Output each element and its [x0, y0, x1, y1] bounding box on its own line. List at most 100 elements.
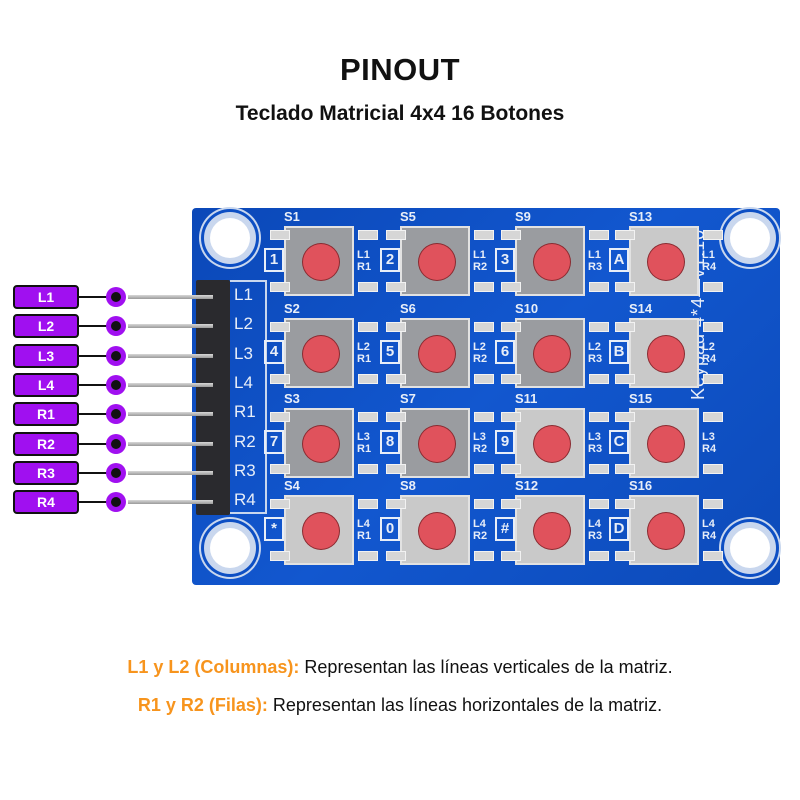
header-pin	[128, 441, 213, 446]
push-button[interactable]	[303, 513, 339, 549]
note-rows: R1 y R2 (Filas): Representan las líneas …	[0, 695, 800, 716]
line-label: L4 R4	[702, 518, 722, 542]
switch-body[interactable]	[515, 408, 585, 478]
smd-pad	[703, 230, 723, 240]
smd-pad	[358, 322, 378, 332]
line-label: L4 R3	[588, 518, 608, 542]
push-button[interactable]	[534, 244, 570, 280]
switch-body[interactable]	[400, 318, 470, 388]
key-symbol: A	[609, 248, 629, 272]
smd-pad	[703, 499, 723, 509]
switch-label: S4	[284, 478, 300, 493]
push-button[interactable]	[534, 336, 570, 372]
push-button[interactable]	[303, 336, 339, 372]
key-symbol: *	[264, 517, 284, 541]
switch-body[interactable]	[629, 226, 699, 296]
line-label: L4 R2	[473, 518, 493, 542]
push-button[interactable]	[648, 336, 684, 372]
pin-row: L2	[13, 314, 233, 339]
smd-pad	[501, 499, 521, 509]
pin-row: L3	[13, 343, 233, 368]
smd-pad	[358, 282, 378, 292]
push-button[interactable]	[419, 336, 455, 372]
push-button[interactable]	[419, 513, 455, 549]
header-pin	[128, 500, 213, 505]
switch-body[interactable]	[515, 226, 585, 296]
smd-pad	[589, 282, 609, 292]
pin-connector-line	[77, 471, 115, 474]
note-columns-text: Representan las líneas verticales de la …	[299, 657, 673, 677]
line-label-text: L4 R4	[702, 518, 717, 542]
smd-pad	[589, 499, 609, 509]
smd-pad	[270, 322, 290, 332]
pin-row: R1	[13, 402, 233, 427]
smd-pad	[474, 374, 494, 384]
note-columns-highlight: L1 y L2 (Columnas):	[127, 657, 300, 677]
push-button[interactable]	[534, 513, 570, 549]
switch-label: S1	[284, 209, 300, 224]
push-button[interactable]	[648, 426, 684, 462]
pin-connector-line	[77, 325, 115, 328]
header-silkscreen-label: R3	[234, 460, 256, 480]
pin-label: L3	[13, 343, 79, 368]
smd-pad	[589, 551, 609, 561]
switch-body[interactable]	[400, 226, 470, 296]
switch-body[interactable]	[629, 318, 699, 388]
switch-body[interactable]	[400, 408, 470, 478]
switch-body[interactable]	[515, 495, 585, 565]
push-button[interactable]	[534, 426, 570, 462]
switch-label: S5	[400, 209, 416, 224]
switch-body[interactable]	[515, 318, 585, 388]
header-pin	[128, 353, 213, 358]
smd-pad	[501, 374, 521, 384]
switch-label: S10	[515, 301, 539, 316]
line-label-text: L3 R1	[357, 431, 372, 455]
key-symbol: 3	[495, 248, 515, 272]
smd-pad	[270, 551, 290, 561]
switch-body[interactable]	[629, 408, 699, 478]
switch-label: S15	[629, 391, 653, 406]
key-symbol: B	[609, 340, 629, 364]
mounting-hole-bottom-left	[210, 528, 250, 568]
switch-body[interactable]	[284, 408, 354, 478]
pin-dot-icon	[106, 404, 126, 425]
pin-label: L2	[13, 314, 79, 339]
smd-pad	[386, 282, 406, 292]
switch-label: S9	[515, 209, 531, 224]
smd-pad	[589, 322, 609, 332]
pin-dot-icon	[106, 462, 126, 483]
pin-connector-line	[77, 413, 115, 416]
smd-pad	[474, 499, 494, 509]
switch-body[interactable]	[629, 495, 699, 565]
pin-label: L4	[13, 372, 79, 397]
pin-dot-icon	[106, 374, 126, 395]
smd-pad	[270, 374, 290, 384]
pin-dot-icon	[106, 316, 126, 337]
pin-label: L1	[13, 285, 79, 309]
smd-pad	[501, 551, 521, 561]
switch-body[interactable]	[284, 318, 354, 388]
line-label-text: L1 R2	[473, 249, 488, 273]
switch-label: S3	[284, 391, 300, 406]
note-rows-highlight: R1 y R2 (Filas):	[137, 695, 268, 715]
switch-body[interactable]	[284, 495, 354, 565]
push-button[interactable]	[419, 244, 455, 280]
push-button[interactable]	[648, 244, 684, 280]
push-button[interactable]	[419, 426, 455, 462]
switch-body[interactable]	[400, 495, 470, 565]
header-silkscreen-label: R4	[234, 490, 256, 510]
line-label-text: L2 R1	[357, 341, 372, 365]
push-button[interactable]	[303, 244, 339, 280]
key-symbol: 2	[380, 248, 400, 272]
switch-label: S16	[629, 478, 653, 493]
smd-pad	[474, 322, 494, 332]
smd-pad	[615, 322, 635, 332]
smd-pad	[386, 551, 406, 561]
push-button[interactable]	[648, 513, 684, 549]
mounting-hole-top-right	[730, 218, 770, 258]
switch-label: S7	[400, 391, 416, 406]
smd-pad	[703, 322, 723, 332]
push-button[interactable]	[303, 426, 339, 462]
smd-pad	[358, 230, 378, 240]
switch-body[interactable]	[284, 226, 354, 296]
